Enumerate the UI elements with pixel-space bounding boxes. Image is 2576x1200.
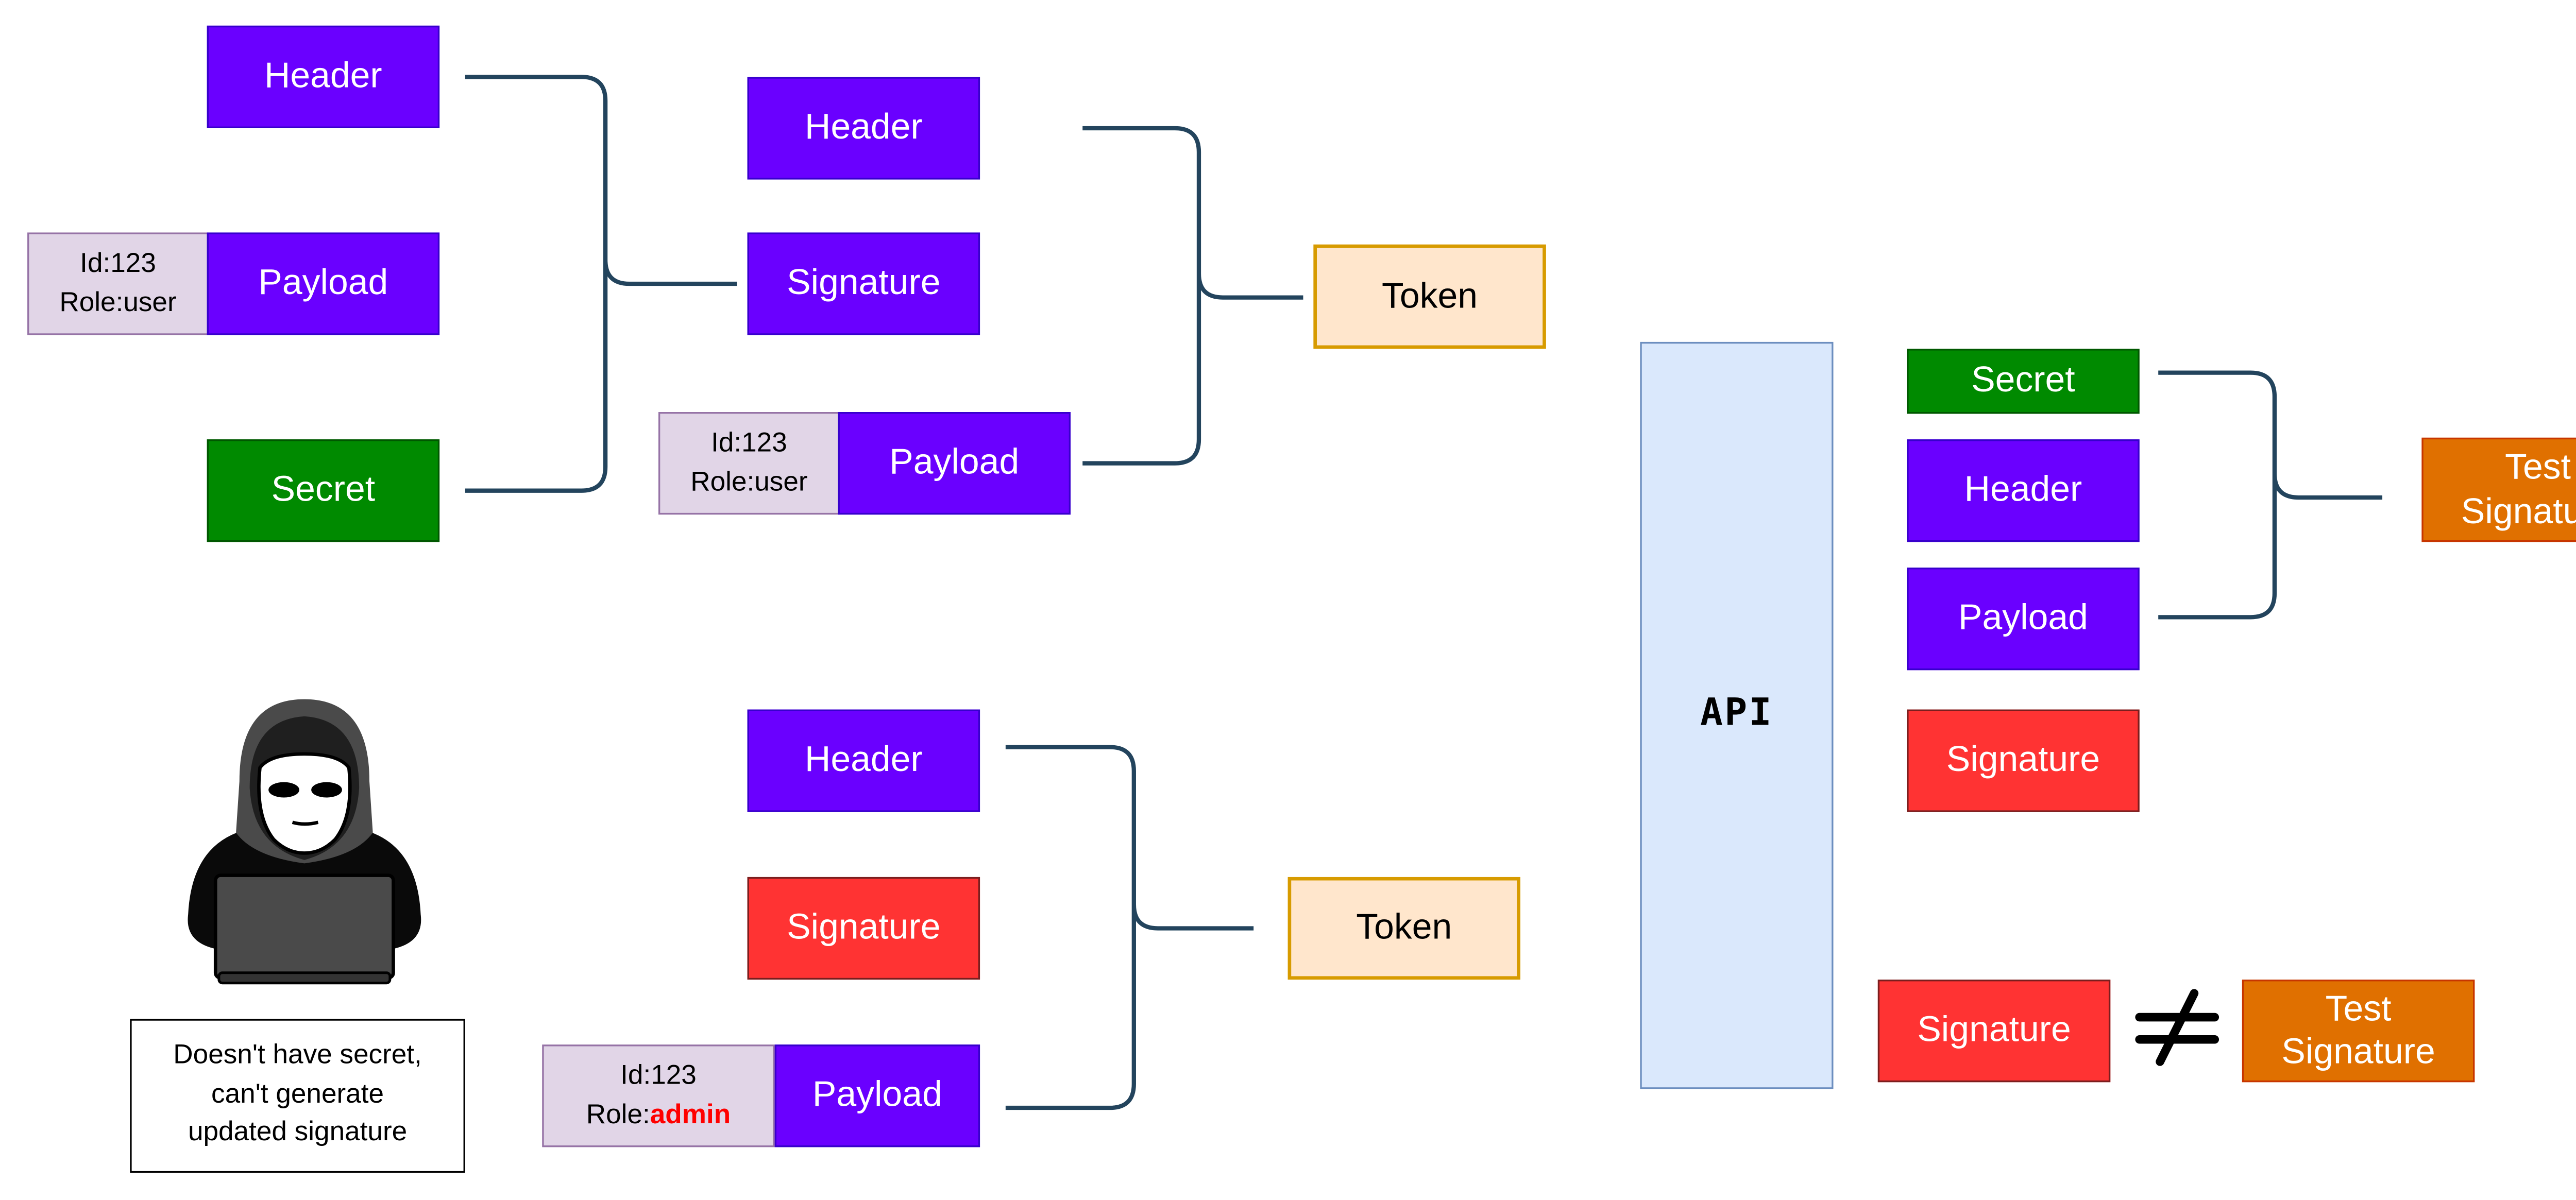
claim-id: Id:123 bbox=[80, 249, 156, 279]
signing-payload-block: Payload bbox=[207, 232, 440, 335]
not-equal-icon bbox=[2135, 989, 2219, 1066]
token-header-block: Header bbox=[747, 77, 980, 180]
tampered-payload-block: Payload bbox=[774, 1044, 980, 1147]
token-payload-block: Payload bbox=[838, 412, 1071, 515]
api-test-signature-block: Test Signature bbox=[2421, 437, 2576, 542]
bracket-token-tampered bbox=[1005, 745, 1254, 1110]
api-signature-block: Signature bbox=[1907, 709, 2140, 812]
token-signature-block: Signature bbox=[747, 232, 980, 335]
bracket-token-valid bbox=[1082, 126, 1303, 466]
api-block: API bbox=[1640, 341, 1834, 1089]
signing-secret-block: Secret bbox=[207, 439, 440, 542]
hacker-icon bbox=[188, 699, 421, 985]
bracket-signing bbox=[465, 75, 737, 493]
token-payload-claims: Id:123 Role:user bbox=[658, 412, 840, 515]
signing-header-block: Header bbox=[207, 25, 440, 128]
tampered-payload-claims: Id:123 Role:admin bbox=[542, 1044, 775, 1147]
claim-id: Id:123 bbox=[711, 428, 787, 458]
api-payload-block: Payload bbox=[1907, 568, 2140, 671]
api-header-block: Header bbox=[1907, 439, 2140, 542]
signing-payload-claims: Id:123 Role:user bbox=[27, 232, 209, 335]
api-secret-block: Secret bbox=[1907, 349, 2140, 414]
claim-role: Role:user bbox=[690, 468, 808, 498]
claim-id: Id:123 bbox=[620, 1061, 697, 1091]
valid-token-block: Token bbox=[1313, 244, 1546, 349]
claim-role-prefix: Role: bbox=[586, 1101, 650, 1130]
claim-role-admin: admin bbox=[650, 1101, 731, 1130]
compare-test-signature-block: Test Signature bbox=[2242, 980, 2475, 1083]
claim-role: Role:user bbox=[59, 288, 177, 318]
tampered-signature-block: Signature bbox=[747, 877, 980, 980]
attacker-note: Doesn't have secret, can't generate upda… bbox=[130, 1019, 465, 1173]
bracket-api-signature bbox=[2158, 370, 2383, 620]
claim-role: Role:admin bbox=[586, 1096, 731, 1136]
tampered-header-block: Header bbox=[747, 709, 980, 812]
compare-signature-block: Signature bbox=[1877, 980, 2111, 1083]
tampered-token-block: Token bbox=[1287, 877, 1521, 980]
